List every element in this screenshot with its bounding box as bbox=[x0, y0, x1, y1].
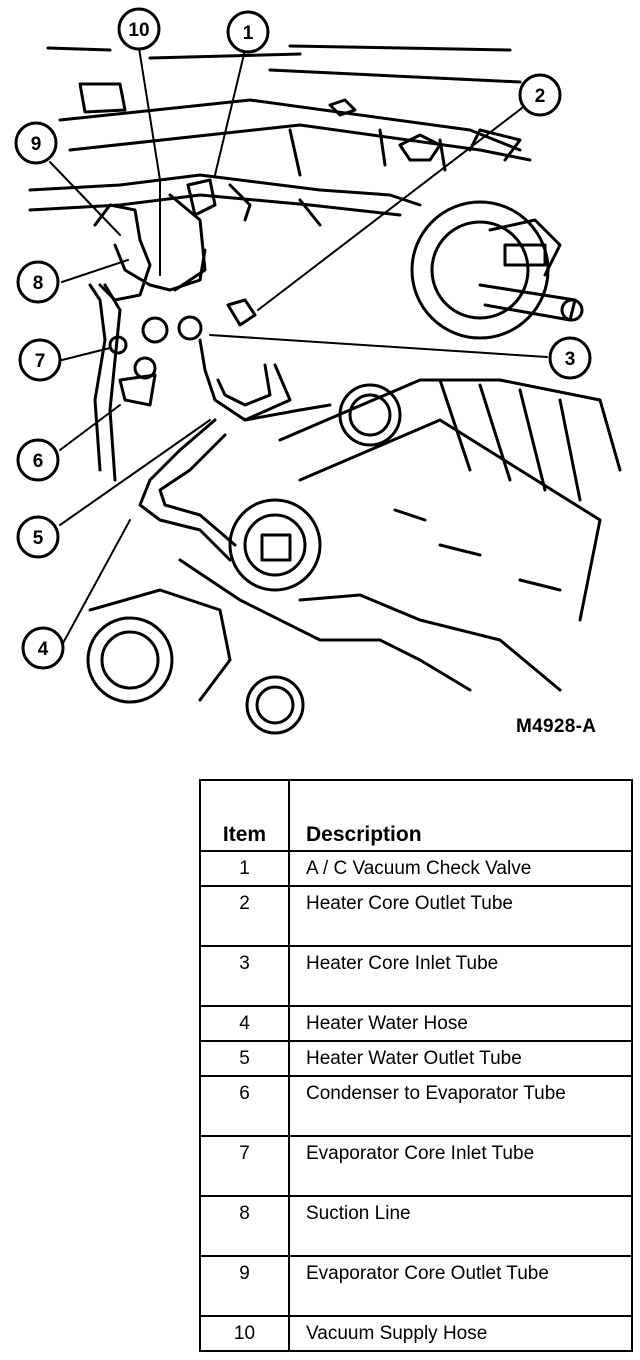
callout-8: 8 bbox=[16, 260, 60, 304]
legend-header-description: Description bbox=[288, 779, 633, 852]
engine-compartment-illustration: 10 1 2 9 8 3 7 6 5 4 bbox=[14, 7, 622, 735]
callout-3: 3 bbox=[548, 336, 592, 380]
callout-4-label: 4 bbox=[38, 639, 49, 660]
legend-row: 10 Vacuum Supply Hose bbox=[199, 1315, 633, 1352]
callout-10: 10 bbox=[117, 7, 161, 51]
legend-row: 6 Condenser to Evaporator Tube bbox=[199, 1075, 633, 1137]
legend-item-description: A / C Vacuum Check Valve bbox=[288, 850, 633, 887]
callout-7-label: 7 bbox=[35, 351, 46, 372]
callout-5-label: 5 bbox=[33, 528, 44, 549]
legend-item-number: 6 bbox=[199, 1075, 290, 1137]
legend-row: 7 Evaporator Core Inlet Tube bbox=[199, 1135, 633, 1197]
callout-9-label: 9 bbox=[31, 134, 42, 155]
legend-table: Item Description 1 A / C Vacuum Check Va… bbox=[199, 779, 633, 1352]
legend-item-number: 3 bbox=[199, 945, 290, 1007]
legend-item-description: Heater Water Hose bbox=[288, 1005, 633, 1042]
legend-item-description: Vacuum Supply Hose bbox=[288, 1315, 633, 1352]
legend-row: 4 Heater Water Hose bbox=[199, 1005, 633, 1042]
legend-item-number: 5 bbox=[199, 1040, 290, 1077]
legend-item-description: Evaporator Core Outlet Tube bbox=[288, 1255, 633, 1317]
callout-6-label: 6 bbox=[33, 451, 44, 472]
callout-6: 6 bbox=[16, 438, 60, 482]
legend-item-number: 7 bbox=[199, 1135, 290, 1197]
legend-row: 5 Heater Water Outlet Tube bbox=[199, 1040, 633, 1077]
callout-2-label: 2 bbox=[535, 86, 546, 107]
callout-8-label: 8 bbox=[33, 273, 44, 294]
callout-7: 7 bbox=[18, 338, 62, 382]
callout-10-label: 10 bbox=[128, 20, 149, 41]
legend-header-row: Item Description bbox=[199, 779, 633, 852]
callout-1: 1 bbox=[226, 10, 270, 54]
legend-row: 9 Evaporator Core Outlet Tube bbox=[199, 1255, 633, 1317]
legend-item-number: 2 bbox=[199, 885, 290, 947]
legend-item-description: Suction Line bbox=[288, 1195, 633, 1257]
legend-item-description: Heater Water Outlet Tube bbox=[288, 1040, 633, 1077]
callout-2: 2 bbox=[518, 73, 562, 117]
legend-row: 3 Heater Core Inlet Tube bbox=[199, 945, 633, 1007]
legend-item-number: 4 bbox=[199, 1005, 290, 1042]
legend-header-item: Item bbox=[199, 779, 290, 852]
callout-5: 5 bbox=[16, 515, 60, 559]
callout-1-label: 1 bbox=[243, 23, 254, 44]
legend-item-description: Condenser to Evaporator Tube bbox=[288, 1075, 633, 1137]
callout-9: 9 bbox=[14, 121, 58, 165]
legend-row: 2 Heater Core Outlet Tube bbox=[199, 885, 633, 947]
legend-row: 8 Suction Line bbox=[199, 1195, 633, 1257]
callout-3-label: 3 bbox=[565, 349, 576, 370]
legend-item-number: 9 bbox=[199, 1255, 290, 1317]
legend-item-number: 8 bbox=[199, 1195, 290, 1257]
legend-item-description: Heater Core Outlet Tube bbox=[288, 885, 633, 947]
callout-4: 4 bbox=[21, 626, 65, 670]
legend-item-number: 10 bbox=[199, 1315, 290, 1352]
legend-item-description: Heater Core Inlet Tube bbox=[288, 945, 633, 1007]
legend-item-number: 1 bbox=[199, 850, 290, 887]
legend-row: 1 A / C Vacuum Check Valve bbox=[199, 850, 633, 887]
legend-item-description: Evaporator Core Inlet Tube bbox=[288, 1135, 633, 1197]
figure-id: M4928-A bbox=[516, 716, 597, 737]
